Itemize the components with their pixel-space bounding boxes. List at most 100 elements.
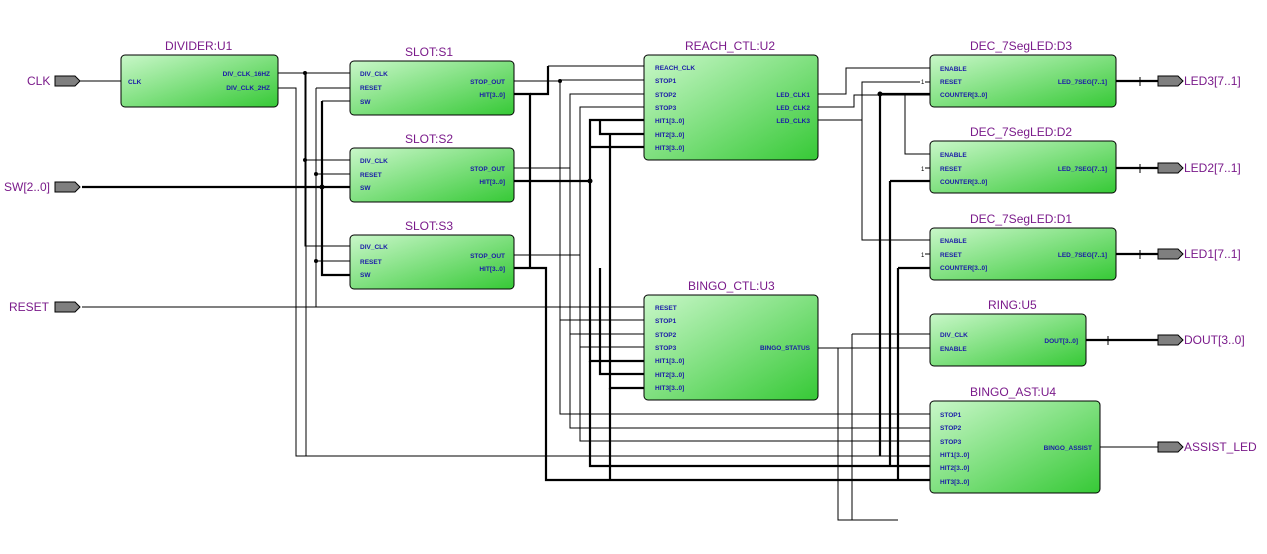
- port-in: HIT3[3..0]: [940, 479, 969, 486]
- block-slot-s1[interactable]: SLOT:S1 DIV_CLK RESET SW STOP_OUT HIT[3.…: [349, 45, 515, 116]
- port-out: BINGO_ASSIST: [1044, 445, 1092, 452]
- port-out: BINGO_STATUS: [760, 345, 811, 352]
- port-in: REACH_CLK: [655, 65, 695, 72]
- port-in: HIT2[3..0]: [655, 132, 684, 139]
- port-in: HIT1[3..0]: [655, 358, 684, 365]
- port-in: DIV_CLK: [360, 71, 388, 78]
- port-in: STOP3: [655, 105, 677, 112]
- port-out: LED_CLK3: [776, 118, 810, 125]
- block-bingo-ctl[interactable]: BINGO_CTL:U3 RESET STOP1 STOP2 STOP3 HIT…: [643, 279, 819, 401]
- port-out: DOUT[3..0]: [1044, 338, 1078, 345]
- port-in: HIT2[3..0]: [940, 465, 969, 472]
- port-in: ENABLE: [940, 66, 967, 73]
- block-title: DEC_7SegLED:D2: [970, 125, 1072, 139]
- wires: [80, 65, 1158, 521]
- port-out: LED_7SEG[7..1]: [1058, 166, 1107, 173]
- block-bingo-ast[interactable]: BINGO_AST:U4 STOP1 STOP2 STOP3 HIT1[3..0…: [929, 385, 1101, 494]
- block-body: [349, 147, 515, 203]
- block-title: RING:U5: [988, 298, 1037, 312]
- port-in: STOP2: [940, 425, 962, 432]
- port-out: LED_CLK1: [776, 92, 810, 99]
- block-body: [643, 54, 819, 161]
- block-title: SLOT:S3: [405, 219, 453, 233]
- block-title: DIVIDER:U1: [165, 39, 233, 53]
- reset-tie-label: 1: [921, 253, 925, 259]
- block-dec-d3[interactable]: DEC_7SegLED:D3 ENABLE RESET COUNTER[3..0…: [921, 39, 1117, 108]
- block-title: DEC_7SegLED:D3: [970, 39, 1072, 53]
- block-body: [929, 400, 1101, 494]
- block-slot-s3[interactable]: SLOT:S3 DIV_CLK RESET SW STOP_OUT HIT[3.…: [349, 219, 515, 290]
- port-in: RESET: [360, 259, 382, 266]
- port-out: LED_CLK2: [776, 105, 810, 112]
- port-in: STOP3: [940, 439, 962, 446]
- port-out: DIV_CLK_2HZ: [226, 85, 270, 92]
- port-in: HIT1[3..0]: [940, 452, 969, 459]
- port-in: DIV_CLK: [360, 158, 388, 165]
- port-in: STOP1: [940, 412, 962, 419]
- pin-arrow-icon: [54, 301, 81, 313]
- port-out: STOP_OUT: [470, 253, 505, 260]
- block-title: SLOT:S1: [405, 45, 453, 59]
- pin-label: LED1[7..1]: [1184, 247, 1241, 261]
- block-body: [929, 227, 1117, 281]
- output-pin-led3[interactable]: LED3[7..1]: [1157, 74, 1241, 88]
- port-in: STOP2: [655, 332, 677, 339]
- port-in: STOP2: [655, 92, 677, 99]
- port-in: HIT1[3..0]: [655, 118, 684, 125]
- port-out: HIT[3..0]: [479, 92, 505, 99]
- port-out: HIT[3..0]: [479, 179, 505, 186]
- port-out: LED_7SEG[7..1]: [1058, 252, 1107, 259]
- port-in: DIV_CLK: [940, 332, 968, 339]
- pin-arrow-icon: [1157, 75, 1184, 87]
- port-out: STOP_OUT: [470, 79, 505, 86]
- block-body: [643, 294, 819, 401]
- port-in: RESET: [940, 252, 962, 259]
- pin-arrow-icon: [1157, 248, 1184, 260]
- pin-label: ASSIST_LED: [1184, 440, 1257, 454]
- input-pin-reset[interactable]: RESET: [9, 300, 81, 314]
- block-body: [349, 60, 515, 116]
- block-title: BINGO_AST:U4: [970, 385, 1056, 399]
- reset-tie-label: 1: [921, 167, 925, 173]
- port-in: SW: [360, 272, 371, 279]
- port-out: LED_7SEG[7..1]: [1058, 79, 1107, 86]
- block-reach-ctl[interactable]: REACH_CTL:U2 REACH_CLK STOP1 STOP2 STOP3…: [643, 39, 819, 161]
- block-divider[interactable]: DIVIDER:U1 CLK DIV_CLK_16HZ DIV_CLK_2HZ: [120, 39, 279, 108]
- input-pin-clk[interactable]: CLK: [27, 74, 81, 88]
- block-body: [929, 54, 1117, 108]
- port-in: HIT3[3..0]: [655, 385, 684, 392]
- port-in: STOP3: [655, 345, 677, 352]
- block-title: BINGO_CTL:U3: [688, 279, 775, 293]
- port-in: RESET: [940, 79, 962, 86]
- block-dec-d2[interactable]: DEC_7SegLED:D2 ENABLE RESET COUNTER[3..0…: [921, 125, 1117, 194]
- port-out: HIT[3..0]: [479, 266, 505, 273]
- block-slot-s2[interactable]: SLOT:S2 DIV_CLK RESET SW STOP_OUT HIT[3.…: [349, 132, 515, 203]
- junctions: [303, 71, 883, 263]
- port-in: CLK: [128, 79, 142, 86]
- output-pin-dout[interactable]: DOUT[3..0]: [1157, 333, 1245, 347]
- port-out: DIV_CLK_16HZ: [223, 71, 270, 78]
- output-pin-led1[interactable]: LED1[7..1]: [1157, 247, 1241, 261]
- port-in: STOP1: [655, 318, 677, 325]
- pin-label: LED2[7..1]: [1184, 161, 1241, 175]
- block-body: [929, 140, 1117, 194]
- port-out: STOP_OUT: [470, 166, 505, 173]
- port-in: COUNTER[3..0]: [940, 92, 987, 99]
- port-in: RESET: [360, 85, 382, 92]
- output-pin-led2[interactable]: LED2[7..1]: [1157, 161, 1241, 175]
- port-in: RESET: [360, 172, 382, 179]
- port-in: ENABLE: [940, 238, 967, 245]
- block-title: REACH_CTL:U2: [685, 39, 775, 53]
- port-in: SW: [360, 185, 371, 192]
- pin-label: RESET: [9, 300, 50, 314]
- pin-label: DOUT[3..0]: [1184, 333, 1245, 347]
- pin-arrow-icon: [1157, 441, 1184, 453]
- output-pin-assist[interactable]: ASSIST_LED: [1157, 440, 1257, 454]
- input-pin-sw[interactable]: SW[2..0]: [4, 180, 81, 194]
- pin-label: SW[2..0]: [4, 180, 50, 194]
- block-ring[interactable]: RING:U5 DIV_CLK ENABLE DOUT[3..0]: [929, 298, 1087, 367]
- block-dec-d1[interactable]: DEC_7SegLED:D1 ENABLE RESET COUNTER[3..0…: [921, 212, 1117, 281]
- pin-label: LED3[7..1]: [1184, 74, 1241, 88]
- pin-label: CLK: [27, 74, 50, 88]
